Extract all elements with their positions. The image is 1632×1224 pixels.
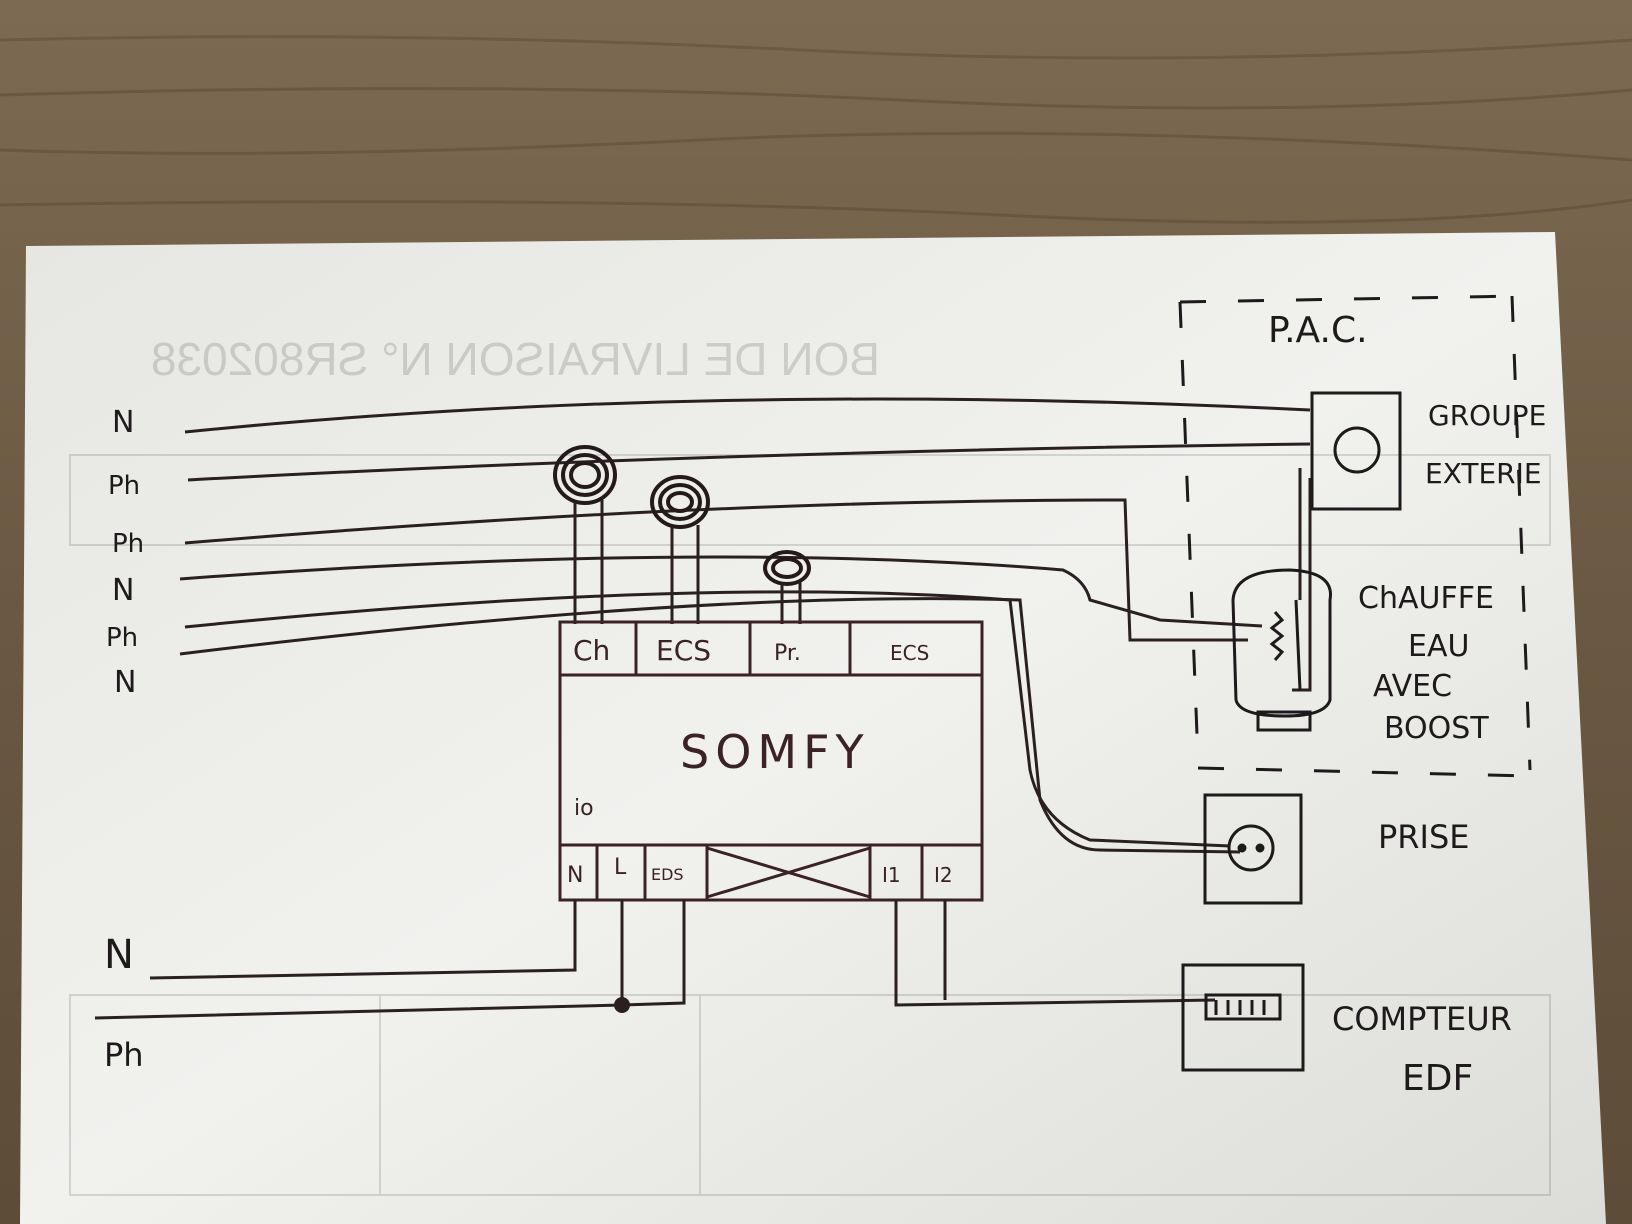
terminal-i2: I2	[934, 863, 953, 887]
junction-dot	[614, 997, 630, 1013]
meter-display-icon	[1204, 993, 1282, 1021]
wire-ph3	[184, 590, 1231, 848]
clamp-ch	[553, 445, 617, 505]
label-ph-bottom: Ph	[104, 1036, 144, 1074]
pac-enclosure	[1178, 294, 1532, 778]
groupe-exterieur-unit	[1310, 391, 1402, 511]
label-n1: N	[112, 405, 134, 440]
wire-n1	[184, 397, 1311, 434]
terminal-pr: Pr.	[774, 641, 801, 666]
terminal-eds: EDS	[651, 865, 684, 884]
terminal-ecs: ECS	[656, 634, 711, 667]
somfy-labels: SOMFY io Ch ECS Pr. ECS N L EDS I1 I2	[567, 634, 953, 888]
wire-i1	[894, 900, 1216, 1007]
chauffe-label-line1: ChAUFFE	[1358, 581, 1494, 616]
compteur-label-line2: EDF	[1402, 1058, 1473, 1099]
wire-n-bottom	[149, 900, 577, 980]
label-ph3: Ph	[106, 623, 138, 653]
right-labels: P.A.C. GROUPE EXTERIE ChAUFFE EAU AVEC B…	[1268, 310, 1546, 1099]
current-clamps	[553, 445, 811, 586]
terminal-i1: I1	[882, 863, 901, 887]
clamp-ecs	[650, 475, 710, 529]
label-ph1: Ph	[108, 471, 140, 501]
groupe-label-line1: GROUPE	[1428, 399, 1546, 432]
prise-socket	[1203, 793, 1303, 905]
wood-grain	[0, 35, 1632, 224]
wire-ph1	[187, 442, 1311, 482]
somfy-box	[558, 620, 984, 902]
clamp-leads	[573, 500, 802, 624]
label-n2: N	[112, 573, 134, 608]
label-n3: N	[114, 665, 136, 700]
label-ph2: Ph	[112, 529, 144, 559]
svg-text:BON DE LIVRAISON N° SR802038: BON DE LIVRAISON N° SR802038	[151, 333, 880, 385]
somfy-name: SOMFY	[680, 725, 870, 779]
groupe-label-line2: EXTERIE	[1425, 457, 1542, 490]
clamp-pr	[763, 550, 811, 586]
socket-icon	[1227, 824, 1275, 872]
fan-icon	[1333, 426, 1381, 474]
left-labels: N Ph Ph N Ph N N Ph	[104, 405, 144, 1074]
terminal-ecs2: ECS	[890, 641, 929, 665]
paper-sheet	[20, 232, 1606, 1224]
terminal-l: L	[614, 855, 627, 880]
prise-label: PRISE	[1378, 818, 1470, 856]
chauffe-label-line3: AVEC	[1373, 669, 1452, 704]
supply-lines	[179, 397, 1312, 854]
terminal-ch: Ch	[573, 634, 610, 667]
compteur-label-line1: COMPTEUR	[1332, 1000, 1512, 1038]
label-n-bottom: N	[104, 932, 134, 978]
chauffe-eau-tank	[1231, 568, 1332, 732]
chauffe-label-line2: EAU	[1408, 629, 1469, 664]
chauffe-label-line4: BOOST	[1384, 711, 1489, 746]
heating-element-icon	[1269, 611, 1285, 661]
compteur-edf-meter	[1181, 963, 1305, 1072]
wire-n2	[179, 555, 1263, 628]
pac-title: P.A.C.	[1268, 310, 1368, 351]
wire-n3	[179, 597, 1241, 854]
wire-eds-bottom	[621, 900, 686, 1007]
somfy-io: io	[574, 796, 594, 821]
wire-groupe-boiler-a	[1292, 478, 1312, 692]
terminal-n: N	[567, 863, 583, 888]
